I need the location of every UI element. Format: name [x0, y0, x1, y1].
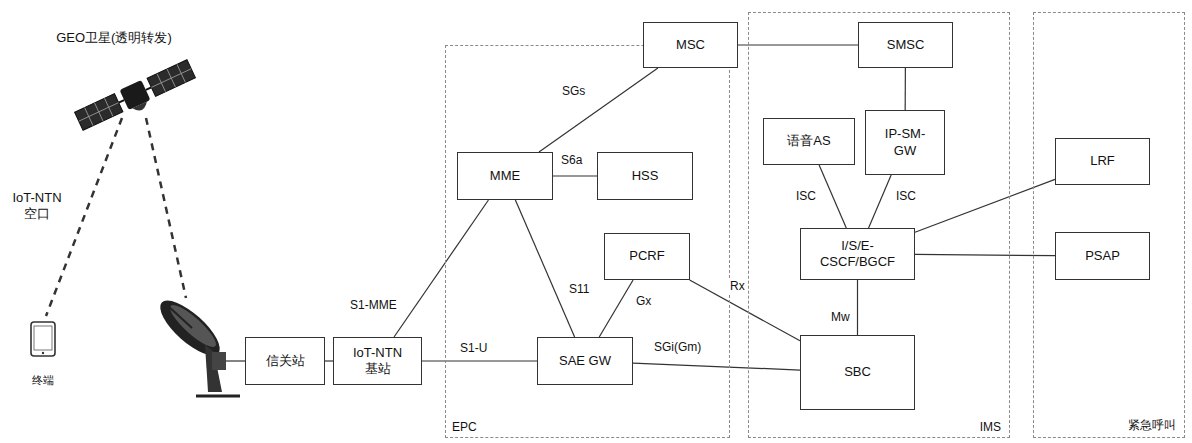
interface-name: S1-U	[458, 341, 489, 355]
box-label: I/S/E-CSCF/BGCF	[818, 238, 898, 271]
radio-link	[46, 118, 122, 316]
interface-name: ISC	[894, 189, 918, 203]
interface-line	[515, 200, 574, 337]
box-label: MSC	[676, 37, 705, 53]
panel-grid	[79, 103, 119, 122]
feed-horn	[164, 302, 170, 308]
region-frame: IMS SMSC 语音AS IP-SM-GW I/S/E-CSCF/BGCF SBC	[748, 12, 1010, 438]
box-label: SMSC	[887, 37, 925, 53]
process-box: PSAP	[1055, 232, 1150, 280]
process-box: SBC	[800, 335, 915, 410]
interface-name: SGs	[560, 84, 587, 98]
region-label: EPC	[452, 420, 477, 434]
interface-name: S11	[567, 282, 591, 296]
interface-line	[819, 165, 846, 228]
satellite-body	[119, 80, 150, 110]
box-label: PCRF	[629, 248, 664, 264]
process-box: HSS	[597, 152, 693, 200]
solar-panel	[147, 60, 195, 97]
box-label: IoT-NTN 基站	[348, 345, 408, 378]
interface-line	[553, 175, 597, 176]
process-box: LRF	[1055, 138, 1150, 185]
panel-arm	[119, 100, 124, 103]
solar-panel	[75, 94, 123, 131]
process-box: IP-SM-GW	[865, 110, 945, 175]
caption-label: IoT-NTN 空口	[6, 190, 68, 223]
panel-grid	[151, 69, 191, 88]
interface-name: ISC	[794, 189, 818, 203]
region-label: IMS	[980, 420, 1001, 434]
interface-line	[915, 179, 1055, 232]
interface-line	[738, 44, 858, 45]
box-label: LRF	[1090, 153, 1115, 169]
interface-name: Rx	[728, 279, 747, 293]
interface-line	[869, 175, 892, 228]
box-label: MME	[490, 168, 520, 184]
interface-line	[394, 200, 488, 337]
tablet-frame	[31, 322, 55, 356]
terminal-icon	[31, 322, 55, 356]
box-label: PSAP	[1085, 248, 1120, 264]
dish-mount	[212, 352, 226, 370]
satellite-icon	[74, 59, 198, 136]
caption-label: GEO卫星(透明转发)	[44, 30, 184, 46]
interface-name: S6a	[559, 153, 584, 167]
interface-line	[599, 280, 633, 337]
box-label: HSS	[632, 168, 659, 184]
interface-line	[633, 363, 800, 370]
satellite-antenna	[132, 102, 149, 114]
tablet-screen	[34, 326, 52, 350]
box-label: 语音AS	[787, 133, 830, 149]
box-label: SBC	[844, 364, 871, 380]
region-frame: 紧急呼叫 LRF PSAP	[1033, 12, 1185, 438]
tablet-button	[42, 352, 44, 354]
process-box: 信关站	[245, 337, 325, 385]
interface-line	[690, 280, 800, 341]
dish-base	[196, 395, 240, 398]
interface-name: SGi(Gm)	[652, 340, 703, 354]
process-box: SAE GW	[537, 337, 633, 385]
region-frame: EPC MME HSS PCRF SAE GW	[445, 45, 730, 438]
process-box: I/S/E-CSCF/BGCF	[800, 228, 915, 280]
process-box: PCRF	[604, 233, 690, 280]
process-box: SMSC	[858, 22, 953, 68]
interface-line	[857, 280, 858, 335]
dish-antenna-icon	[152, 292, 245, 396]
feed-arm	[168, 306, 192, 328]
panel-arm	[146, 87, 151, 90]
radio-link	[146, 118, 186, 298]
process-box: MSC	[643, 22, 738, 68]
interface-name: Mw	[829, 310, 852, 324]
box-label: IP-SM-GW	[880, 126, 930, 159]
dish-inner	[165, 300, 220, 352]
process-box: 语音AS	[763, 118, 855, 165]
interface-line	[422, 360, 537, 361]
interface-name: Gx	[634, 294, 653, 308]
region-label: 紧急呼叫	[1128, 417, 1176, 434]
box-label: 信关站	[266, 353, 305, 369]
interface-line	[539, 68, 658, 152]
caption-label: 终端	[23, 374, 63, 388]
interface-line	[915, 254, 1055, 255]
interface-line	[325, 360, 333, 361]
process-box: MME	[457, 152, 553, 200]
interface-name: S1-MME	[348, 298, 399, 312]
feed-cable	[226, 360, 245, 361]
process-box: IoT-NTN 基站	[333, 337, 422, 385]
interface-line	[905, 68, 906, 110]
box-label: SAE GW	[559, 353, 611, 369]
